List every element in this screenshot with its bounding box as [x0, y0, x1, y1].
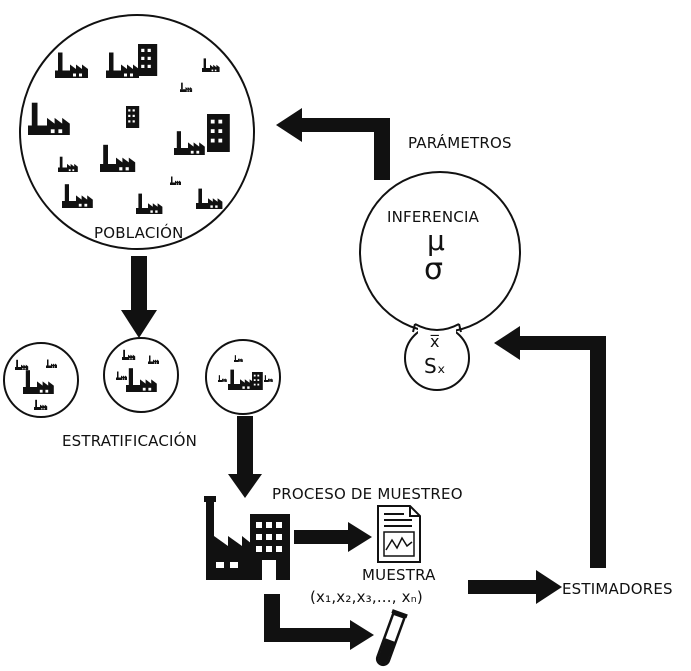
population-label: POBLACIÓN	[94, 224, 184, 242]
arrow-icon	[294, 522, 372, 552]
factory-icon	[252, 372, 263, 390]
arrow-icon	[121, 256, 157, 338]
strata-circles	[3, 337, 281, 418]
inference-bubble	[359, 171, 521, 391]
sample-std-symbol: Sₓ	[424, 354, 446, 378]
arrow-icon	[264, 594, 374, 650]
mu-symbol: μ	[427, 224, 445, 257]
arrow-icon	[468, 570, 562, 604]
arrow-icon	[494, 326, 606, 568]
arrow-icon	[276, 108, 390, 180]
stratum-circle	[103, 337, 179, 413]
sample-label: MUESTRA	[362, 566, 436, 584]
arrow-icon	[228, 416, 262, 498]
sampling-factory-icon	[204, 496, 290, 580]
test-tube-icon	[375, 609, 408, 667]
parameters-label: PARÁMETROS	[408, 134, 512, 152]
factory-icon	[138, 44, 158, 76]
factory-icon	[126, 106, 140, 128]
sample-mean-symbol: x̅	[430, 332, 440, 351]
inference-label: INFERENCIA	[387, 208, 480, 226]
sampling-process-label: PROCESO DE MUESTREO	[272, 485, 463, 503]
sample-set-label: (x₁,x₂,x₃,..., xₙ)	[310, 588, 423, 606]
document-chart-icon	[377, 505, 421, 563]
sigma-symbol: σ	[424, 252, 444, 287]
stratum-circle	[3, 342, 79, 418]
stratum-circle	[205, 339, 281, 415]
stratification-label: ESTRATIFICACIÓN	[62, 432, 198, 450]
factory-icon	[207, 114, 230, 152]
estimators-label: ESTIMADORES	[562, 580, 673, 598]
